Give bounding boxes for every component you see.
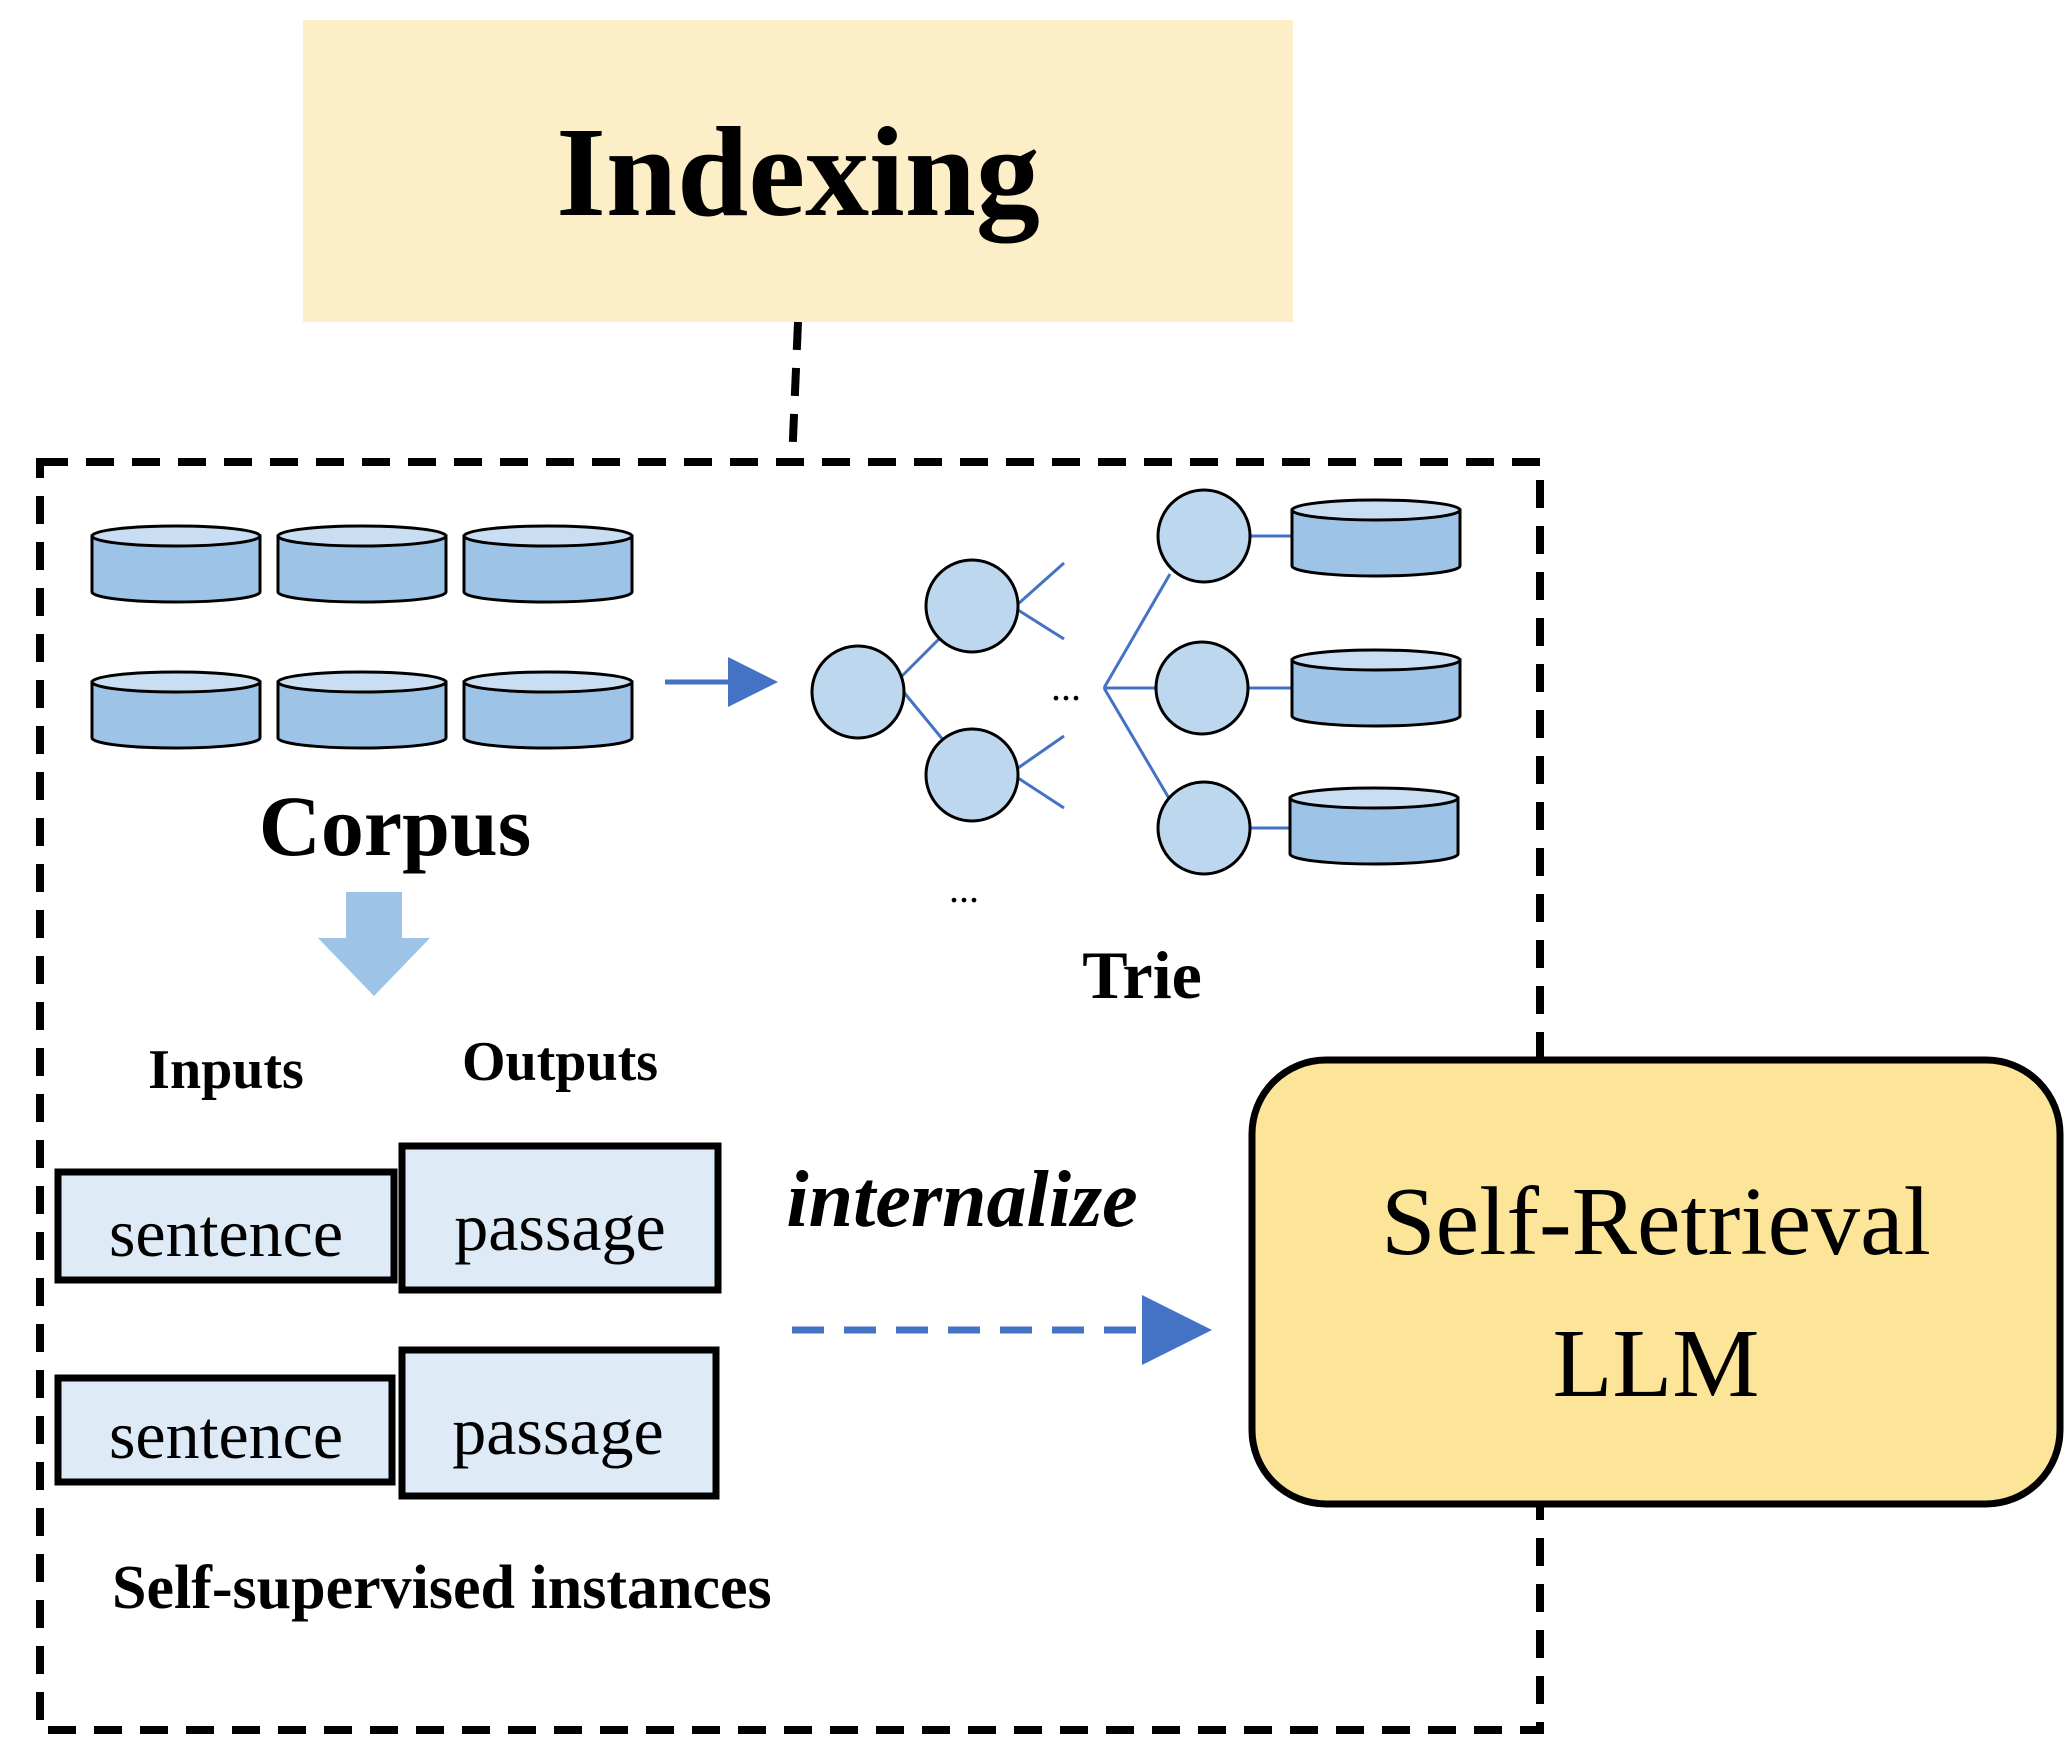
- database-disk-icon: [90, 524, 262, 604]
- tree-node-icon: [1156, 780, 1252, 876]
- trie-ellipsis: ...: [949, 866, 979, 911]
- trie-edge: [1017, 734, 1065, 770]
- passage-text: passage: [452, 1393, 663, 1469]
- sentence-text: sentence: [109, 1397, 343, 1473]
- database-disk-icon: [276, 524, 448, 604]
- sentence-text: sentence: [109, 1195, 343, 1271]
- database-disk-icon: [90, 670, 262, 750]
- corpus-disks: [90, 524, 634, 750]
- tree-node-icon: [810, 644, 906, 740]
- llm-label-line2: LLM: [1553, 1310, 1760, 1418]
- tree-node-icon: [1156, 488, 1252, 584]
- sentence-box: [54, 1374, 396, 1486]
- tree-node-icon: [924, 727, 1020, 823]
- passage-box: [398, 1142, 722, 1294]
- outputs-label: Outputs: [462, 1031, 658, 1093]
- passage-box: [398, 1346, 720, 1500]
- trie-ellipsis: ...: [1051, 664, 1081, 709]
- inputs-label: Inputs: [148, 1039, 304, 1101]
- database-disk-icon: [1290, 648, 1462, 728]
- trie-edge: [1102, 687, 1172, 801]
- title-connector: [788, 321, 802, 463]
- trie-edge: [1017, 608, 1065, 641]
- passage-text: passage: [454, 1189, 665, 1265]
- internalize-label: internalize: [786, 1156, 1137, 1244]
- instance-pair: sentence passage: [54, 1346, 720, 1500]
- database-disk-icon: [462, 524, 634, 604]
- database-disk-icon: [1288, 786, 1460, 866]
- tree-node-icon: [1154, 640, 1250, 736]
- down-arrow-icon: [318, 892, 430, 996]
- trie-label: Trie: [1082, 937, 1202, 1013]
- corpus-label: Corpus: [259, 778, 531, 874]
- title-box: [303, 20, 1293, 322]
- llm-box: [1248, 1056, 2064, 1508]
- tree-node-icon: [924, 558, 1020, 654]
- trie-edge: [1017, 776, 1065, 810]
- database-disk-icon: [462, 670, 634, 750]
- database-disk-icon: [1290, 498, 1462, 578]
- instance-pair: sentence passage: [54, 1142, 722, 1294]
- instances-caption: Self-supervised instances: [112, 1554, 772, 1622]
- trie-edge: [1017, 561, 1065, 606]
- llm-label-line1: Self-Retrieval: [1381, 1168, 1931, 1276]
- sentence-box: [54, 1168, 398, 1284]
- database-disk-icon: [276, 670, 448, 750]
- trie-edge: [1102, 573, 1172, 689]
- trie-leaf-disks: [1288, 498, 1462, 866]
- title-text: Indexing: [556, 101, 1040, 243]
- trie: ... ...: [810, 488, 1292, 911]
